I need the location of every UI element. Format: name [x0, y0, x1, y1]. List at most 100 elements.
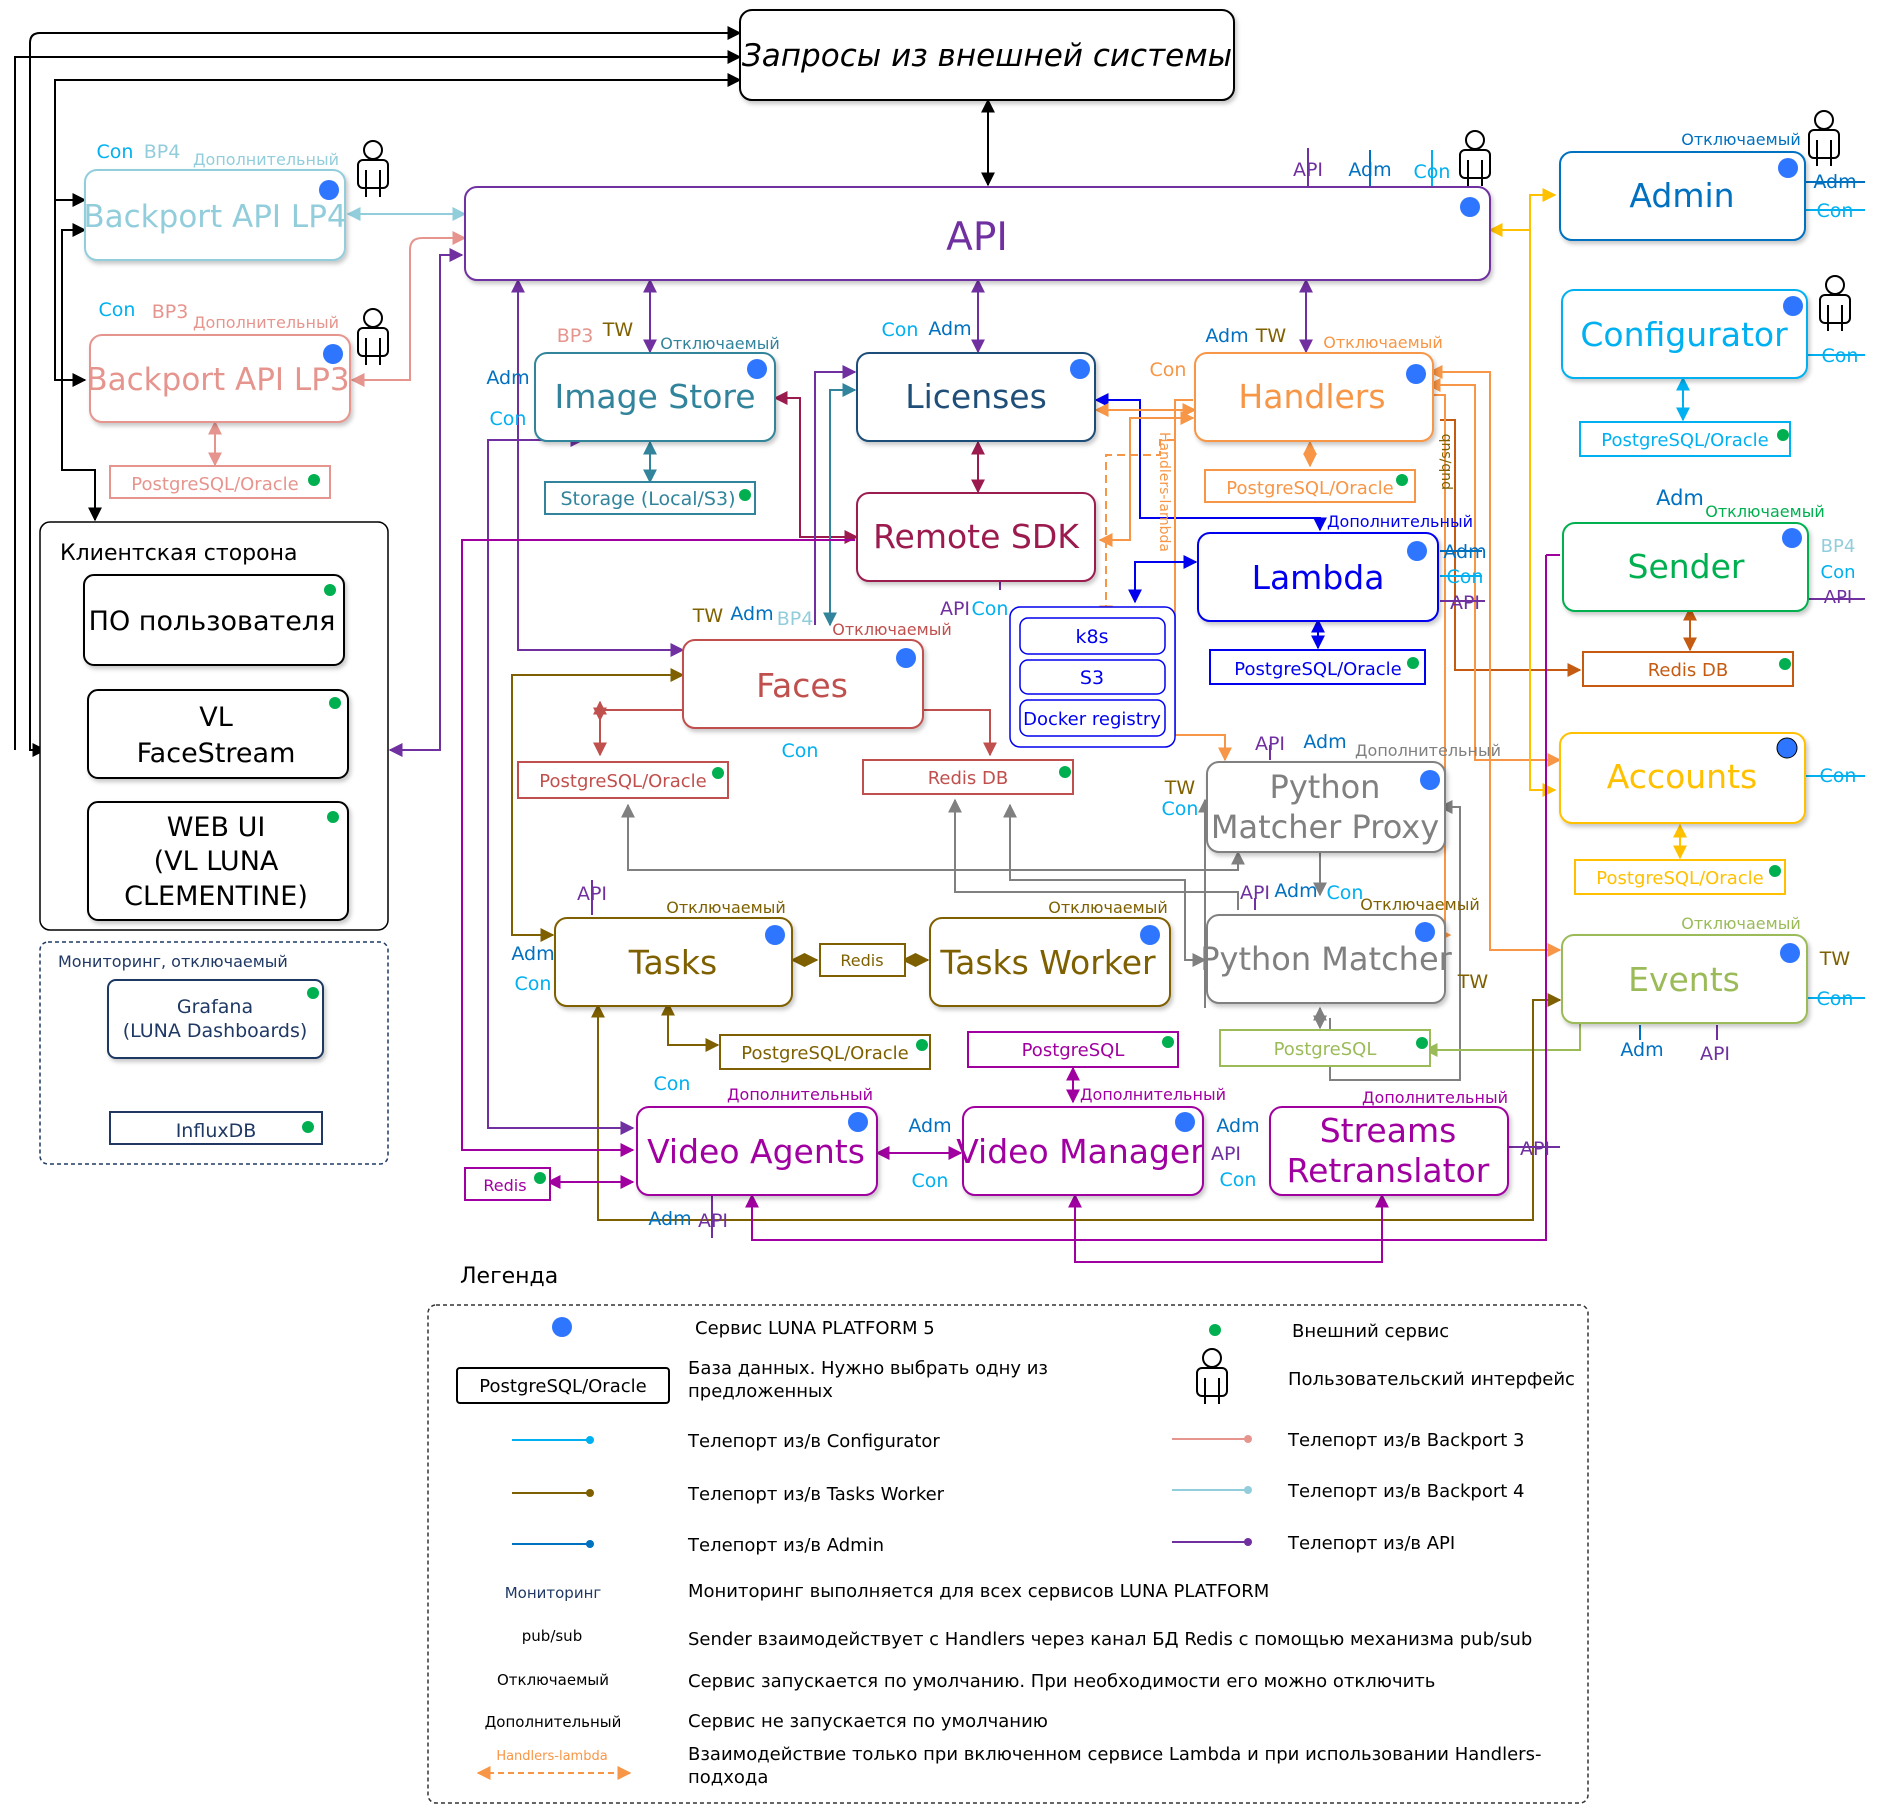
- tasks-port-adm: Adm: [511, 943, 554, 965]
- influxdb-db: InfluxDB: [109, 1111, 323, 1145]
- faces-db: PostgreSQL/Oracle: [517, 761, 729, 799]
- legend-lambda-term: Handlers-lambda: [496, 1749, 607, 1764]
- image-store-port-bp3: BP3: [557, 325, 594, 347]
- licenses-service[interactable]: [856, 352, 1096, 442]
- video-manager-label: Video Manager: [956, 1132, 1204, 1171]
- legend-line-configurator: [512, 1436, 594, 1444]
- svg-text:Redis DB: Redis DB: [928, 768, 1009, 789]
- backport4-tag: Дополнительный: [193, 150, 339, 169]
- events-label: Events: [1628, 960, 1740, 999]
- tasks-worker-service[interactable]: [929, 917, 1171, 1007]
- video-manager-service[interactable]: [962, 1106, 1204, 1196]
- accounts-service[interactable]: [1559, 732, 1806, 824]
- events-service[interactable]: [1561, 934, 1808, 1024]
- legend-external-service: Внешний сервис: [1292, 1321, 1449, 1342]
- legend-configurator: Телепорт из/в Configurator: [687, 1431, 940, 1452]
- client-side-title: Клиентская сторона: [60, 541, 297, 566]
- svg-text:Redis DB: Redis DB: [1648, 660, 1729, 681]
- tasks-service[interactable]: [554, 917, 793, 1007]
- user-interface-icon: [1819, 275, 1851, 331]
- client-item-facestream[interactable]: [87, 689, 349, 779]
- legend-api: Телепорт из/в API: [1287, 1533, 1455, 1554]
- admin-service[interactable]: [1559, 151, 1806, 241]
- svg-text:PostgreSQL/Oracle: PostgreSQL/Oracle: [1601, 430, 1768, 451]
- backport4-service[interactable]: [84, 169, 346, 261]
- legend-ext-dot: [1209, 1324, 1221, 1336]
- legend-panel: [427, 1304, 1589, 1804]
- image-store-port-tw: TW: [602, 319, 634, 341]
- legend-monitoring-desc: Мониторинг выполняется для всех сервисов…: [688, 1581, 1269, 1602]
- luna-service-dot: [1175, 1112, 1195, 1132]
- streams-port-api: API: [1211, 1143, 1241, 1165]
- sender-service[interactable]: [1562, 522, 1809, 612]
- client-item-facestream-line1: VL: [199, 702, 233, 733]
- legend-luna-service: Сервис LUNA PLATFORM 5: [695, 1318, 935, 1339]
- sender-port-con: Con: [1821, 562, 1856, 583]
- api-port-api: API: [1293, 159, 1323, 181]
- remote-sdk-service[interactable]: [856, 492, 1096, 582]
- python-matcher-service[interactable]: [1206, 914, 1446, 1004]
- image-store-tag: Отключаемый: [660, 334, 779, 353]
- s3-item: S3: [1019, 659, 1166, 695]
- configurator-service[interactable]: [1561, 289, 1808, 379]
- streams-line1: Streams: [1320, 1111, 1457, 1150]
- pm-port-api: API: [1240, 882, 1270, 904]
- image-store-service[interactable]: [534, 352, 776, 442]
- events-port-tw: TW: [1819, 948, 1851, 970]
- lambda-label: Lambda: [1252, 558, 1385, 597]
- faces-service[interactable]: [682, 639, 924, 729]
- legend-backport4: Телепорт из/в Backport 4: [1287, 1481, 1525, 1502]
- luna-service-dot: [1778, 158, 1798, 178]
- pm-db: PostgreSQL: [1219, 1029, 1431, 1067]
- luna-service-dot: [1460, 197, 1480, 217]
- video-agents-service[interactable]: [636, 1106, 878, 1196]
- pm-port-adm: Adm: [1274, 880, 1317, 902]
- luna-service-dot: [1776, 737, 1798, 759]
- lambda-service[interactable]: [1197, 532, 1439, 622]
- remote-sdk-label: Remote SDK: [873, 517, 1080, 556]
- remote-sdk-port-con: Con: [972, 598, 1009, 620]
- legend-lambda-desc-1: Взаимодействие только при включенном сер…: [688, 1744, 1541, 1765]
- streams-port-adm: Adm: [1216, 1115, 1259, 1137]
- legend-disable-term: Отключаемый: [497, 1671, 609, 1689]
- backport3-service[interactable]: [89, 334, 351, 423]
- external-service-dot: [329, 697, 341, 709]
- admin-port-con: Con: [1817, 200, 1854, 222]
- lambda-db: PostgreSQL/Oracle: [1209, 649, 1426, 685]
- user-interface-icon: [357, 308, 389, 365]
- legend-pubsub-term: pub/sub: [522, 1627, 582, 1645]
- svg-text:PostgreSQL/Oracle: PostgreSQL/Oracle: [131, 474, 298, 495]
- legend-ui-desc: Пользовательский интерфейс: [1288, 1369, 1575, 1390]
- events-tag: Отключаемый: [1681, 914, 1800, 933]
- handlers-service[interactable]: [1194, 352, 1434, 442]
- tasks-worker-label: Tasks Worker: [939, 943, 1156, 982]
- backport4-port-con: Con: [97, 141, 134, 163]
- licenses-label: Licenses: [905, 377, 1047, 416]
- streams-line2: Retranslator: [1287, 1151, 1490, 1190]
- pm-proxy-line2: Matcher Proxy: [1211, 808, 1439, 846]
- pm-port-tw: TW: [1457, 971, 1489, 993]
- streams-retranslator-service[interactable]: [1269, 1106, 1509, 1196]
- grafana-line2: (LUNA Dashboards): [123, 1020, 308, 1042]
- svg-text:PostgreSQL: PostgreSQL: [1022, 1040, 1125, 1061]
- client-item-web-ui[interactable]: [87, 801, 349, 921]
- luna-service-dot: [319, 180, 339, 200]
- legend-db-desc-2: предложенных: [688, 1381, 833, 1402]
- svg-text:PostgreSQL/Oracle: PostgreSQL/Oracle: [539, 771, 706, 792]
- grafana-line1: Grafana: [177, 996, 253, 1018]
- external-service-dot: [324, 584, 336, 596]
- grafana-box[interactable]: [107, 979, 324, 1059]
- api-service[interactable]: [464, 186, 1491, 281]
- luna-service-dot: [1420, 770, 1440, 790]
- streams-port-con: Con: [1220, 1169, 1257, 1191]
- python-matcher-proxy-service[interactable]: [1206, 761, 1446, 853]
- tasks-label: Tasks: [628, 943, 717, 982]
- client-item-user-software[interactable]: [83, 574, 345, 666]
- svg-text:InfluxDB: InfluxDB: [176, 1120, 257, 1142]
- video-manager-port-adm: Adm: [908, 1115, 951, 1137]
- luna-service-dot: [765, 925, 785, 945]
- luna-service-dot: [1783, 296, 1803, 316]
- external-requests-title: Запросы из внешней системы: [742, 38, 1232, 74]
- docker-registry-item: Docker registry: [1019, 699, 1166, 737]
- video-agents-port-adm: Adm: [648, 1208, 691, 1230]
